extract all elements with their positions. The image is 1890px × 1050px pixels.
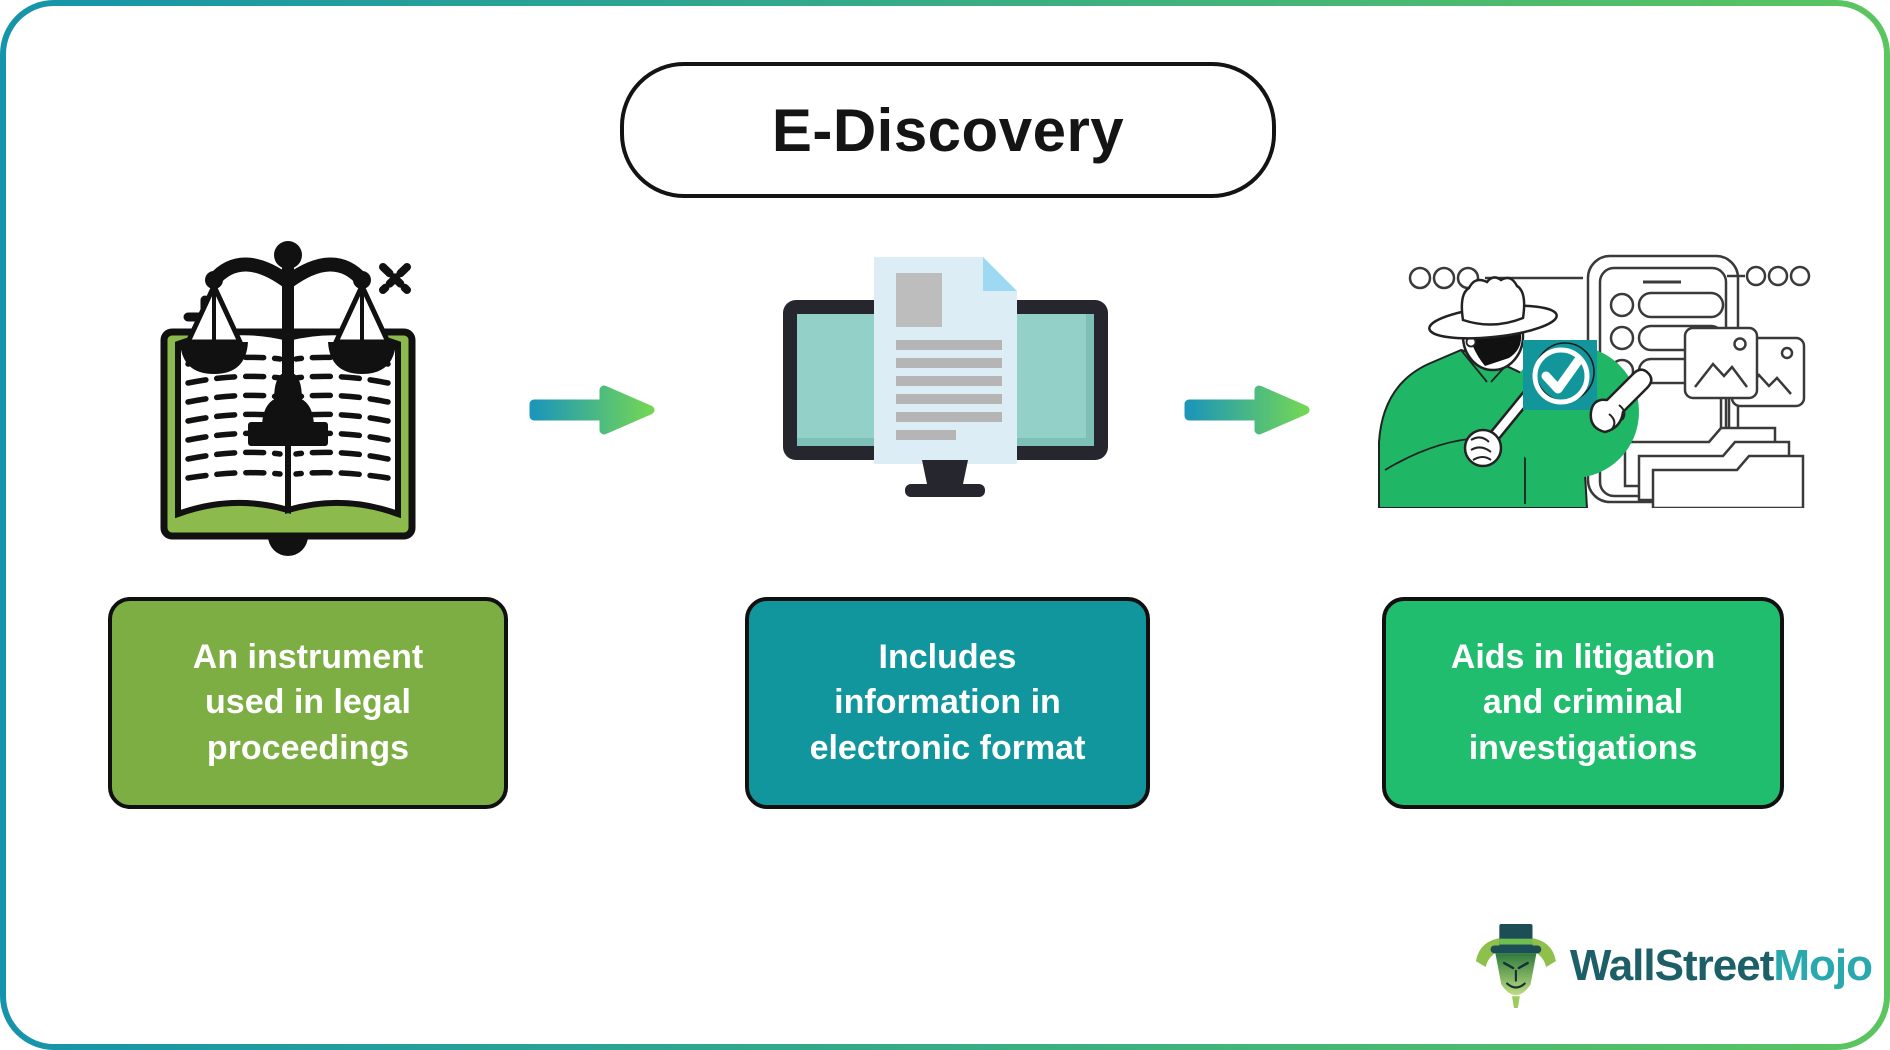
caption-box-electronic-format: Includes information in electronic forma… [745, 597, 1150, 809]
brand-wordmark: WallStreetMojo [1569, 941, 1873, 991]
law-book-scales-illustration [160, 241, 416, 556]
wallstreetmojo-logo: WallStreetMojo [1472, 916, 1873, 1016]
caption-text: Includes information in electronic forma… [809, 638, 1086, 767]
caption-box-investigations: Aids in litigation and criminal investig… [1382, 597, 1784, 809]
monitor-base [905, 484, 985, 497]
bull-mascot-icon [1475, 924, 1556, 1008]
left-hand-fingers [1470, 436, 1492, 461]
screen-shade-right [1086, 314, 1094, 446]
coat-seams [1384, 349, 1526, 504]
cross-sparkle-icon [379, 263, 411, 294]
document-text-lines [896, 273, 1002, 440]
checkmark-icon [1541, 356, 1583, 394]
bookmark [268, 536, 308, 556]
brand-secondary: Mojo [1773, 941, 1873, 990]
pointing-hand-fingers [1608, 404, 1626, 430]
document-fold-corner [983, 257, 1017, 291]
title-pill: E-Discovery [620, 62, 1276, 198]
hat-crown [1460, 276, 1526, 326]
monitor-document-illustration [783, 257, 1108, 497]
caption-text: Aids in litigation and criminal investig… [1450, 638, 1716, 767]
monitor-stand [922, 460, 968, 484]
arrow-right-icon [529, 385, 655, 435]
caption-text: An instrument used in legal proceedings [192, 638, 424, 767]
brand-primary: WallStreet [1569, 941, 1775, 990]
check-circle [1532, 347, 1590, 405]
arrow-right-icon [1184, 385, 1310, 435]
scales-of-justice-icon [180, 241, 396, 466]
page-title: E-Discovery [771, 96, 1125, 164]
detective-investigation-illustration [1378, 254, 1811, 508]
caption-box-legal-instrument: An instrument used in legal proceedings [108, 597, 508, 809]
pointing-hand [1589, 368, 1653, 434]
